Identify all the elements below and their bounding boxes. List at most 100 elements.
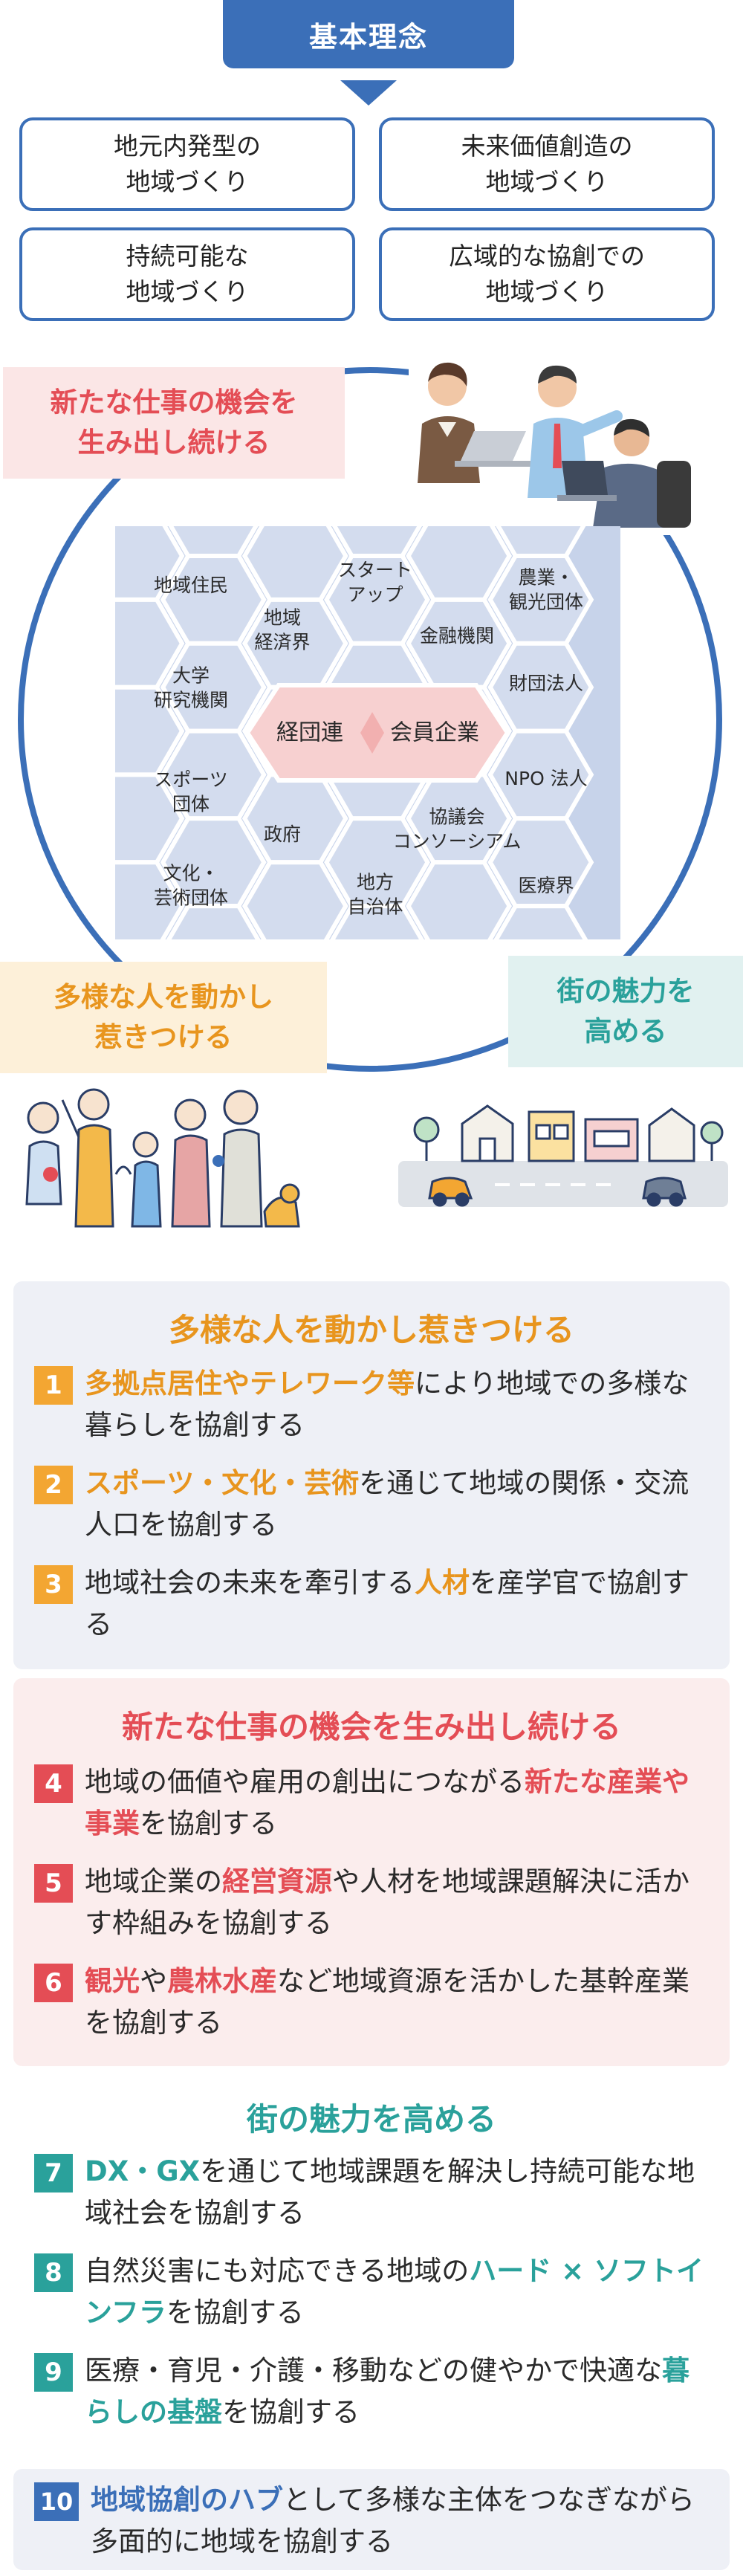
- section-people: 多様な人を動かし惹きつける 1 多拠点居住やテレワーク等により地域での多様な暮ら…: [13, 1281, 730, 1669]
- collaboration-ring: [18, 367, 722, 1072]
- callout-people: 多様な人を動かし惹きつける: [0, 962, 327, 1073]
- item-highlight: スポーツ・文化・芸術: [85, 1467, 360, 1499]
- town-street-illustration: [391, 1087, 736, 1213]
- item-text: 地域社会の未来を牽引する人材を産学官で協創する: [85, 1562, 716, 1645]
- core-label-keidanren: 経団連: [276, 719, 343, 746]
- item-text: 医療・育児・介護・移動などの健やかで快適な暮らしの基盤を協創する: [85, 2350, 716, 2433]
- list-item: 1 多拠点居住やテレワーク等により地域での多様な暮らしを協創する: [34, 1363, 718, 1452]
- philosophy-line: 地域づくり: [485, 167, 609, 196]
- stakeholder-label: 地域 経済界: [254, 606, 311, 653]
- list-item: 4 地域の価値や雇用の創出につながる新たな産業や事業を協創する: [34, 1761, 718, 1851]
- philosophy-line: 未来価値創造の: [461, 132, 633, 161]
- core-label-member-companies: 会員企業: [390, 719, 479, 746]
- item-highlight: 農林水産: [167, 1965, 277, 1997]
- stakeholder-label: 地方 自治体: [347, 871, 403, 918]
- philosophy-line: 持続可能な: [126, 242, 249, 271]
- item-number: 3: [34, 1565, 73, 1604]
- item-pre: 地域の価値や雇用の創出につながる: [85, 1766, 525, 1798]
- philosophy-box-4: 広域的な協創での地域づくり: [379, 227, 715, 321]
- hex-cell: [166, 904, 261, 939]
- section-hub: 10 地域協創のハブとして多様な主体をつなぎながら多面的に地域を協創する: [13, 2469, 730, 2570]
- item-highlight: DX・GX: [85, 2155, 201, 2187]
- list-item: 5 地域企業の経営資源や人材を地域課題解決に活かす枠組みを協創する: [34, 1861, 718, 1950]
- section-title: 多様な人を動かし惹きつける: [168, 1312, 574, 1348]
- callout-jobs: 新たな仕事の機会を生み出し続ける: [3, 367, 345, 479]
- item-highlight: 経営資源: [222, 1865, 332, 1897]
- item-rest: や人材を地域課題解決に活かす枠組みを協創する: [85, 1865, 690, 1940]
- stakeholder-label: 協議会 コンソーシアム: [392, 806, 522, 852]
- philosophy-line: 地域づくり: [126, 277, 249, 306]
- section-title: 街の魅力を高める: [246, 2101, 496, 2138]
- business-meeting-illustration: [409, 349, 698, 535]
- item-number: 5: [34, 1864, 73, 1903]
- hex-cell: [241, 860, 348, 939]
- item-number: 6: [34, 1964, 73, 2002]
- down-arrow-icon: [340, 80, 397, 106]
- item-rest: を協創する: [166, 2297, 304, 2329]
- item-pre: 地域社会の未来を牽引する: [85, 1567, 415, 1599]
- page-title: 基本理念: [223, 0, 514, 68]
- item-rest: など地域資源を活かした基幹産業を協創する: [85, 1965, 690, 2039]
- item-highlight: 地域協創のハブ: [91, 2484, 283, 2516]
- item-text: 地域企業の経営資源や人材を地域課題解決に活かす枠組みを協創する: [85, 1861, 716, 1944]
- list-item: 8 自然災害にも対応できる地域のハード × ソフトインフラを協創する: [34, 2250, 718, 2340]
- philosophy-line: 地元内発型の: [114, 132, 261, 161]
- item-number: 4: [34, 1764, 73, 1803]
- list-item: 9 医療・育児・介護・移動などの健やかで快適な暮らしの基盤を協創する: [34, 2350, 718, 2439]
- item-rest: として多様な主体をつなぎながら多面的に地域を協創する: [91, 2484, 695, 2558]
- item-number: 7: [34, 2154, 73, 2192]
- item-text: 地域協創のハブとして多様な主体をつなぎながら多面的に地域を協創する: [91, 2479, 716, 2563]
- list-item: 10 地域協創のハブとして多様な主体をつなぎながら多面的に地域を協創する: [34, 2479, 718, 2569]
- item-highlight: 新たな産業や事業: [85, 1766, 690, 1840]
- stakeholder-label: 農業・ 観光団体: [508, 566, 584, 613]
- stakeholder-label: 大学 研究機関: [153, 664, 229, 711]
- stakeholder-label: 地域住民: [153, 574, 229, 596]
- list-item: 2 スポーツ・文化・芸術を通じて地域の関係・交流人口を協創する: [34, 1463, 718, 1552]
- philosophy-line: 地域づくり: [485, 277, 609, 306]
- callout-line: 多様な人を動かし: [53, 981, 273, 1014]
- item-rest: を産学官で協創する: [85, 1567, 690, 1641]
- philosophy-box-2: 未来価値創造の地域づくり: [379, 117, 715, 211]
- item-rest: を協創する: [140, 1808, 277, 1840]
- item-number: 2: [34, 1466, 73, 1504]
- hex-cell: [115, 860, 185, 939]
- callout-town: 街の魅力を高める: [508, 956, 743, 1067]
- stakeholder-label: 医療界: [518, 874, 574, 896]
- item-rest: を協創する: [222, 2396, 360, 2429]
- stakeholder-label: スタート アップ: [337, 559, 413, 606]
- item-pre: 地域企業の: [85, 1865, 222, 1897]
- item-number: 9: [34, 2353, 73, 2392]
- item-highlight: 観光: [85, 1965, 140, 1997]
- item-number: 1: [34, 1366, 73, 1405]
- hex-cell: [160, 554, 267, 646]
- stakeholder-hex-map: 経団連 会員企業 地域住民 スタート アップ 農業・ 観光団体 地域 経済界 金…: [115, 526, 620, 939]
- list-item: 7 DX・GXを通じて地域課題を解決し持続可能な地域社会を協創する: [34, 2151, 718, 2240]
- stakeholder-label: スポーツ 団体: [154, 768, 228, 815]
- item-rest: により地域での多様な暮らしを協創する: [85, 1368, 690, 1442]
- item-number: 10: [34, 2482, 79, 2521]
- stakeholder-label: 政府: [263, 823, 302, 845]
- callout-line: 高める: [584, 1015, 667, 1047]
- item-text: 観光や農林水産など地域資源を活かした基幹産業を協創する: [85, 1961, 716, 2044]
- stakeholder-label: NPO 法人: [504, 767, 588, 789]
- callout-line: 新たな仕事の機会を: [50, 386, 298, 419]
- list-item: 3 地域社会の未来を牽引する人材を産学官で協創する: [34, 1562, 718, 1651]
- item-mid: や: [140, 1965, 167, 1997]
- item-text: スポーツ・文化・芸術を通じて地域の関係・交流人口を協創する: [85, 1463, 716, 1546]
- item-highlight: 多拠点居住やテレワーク等: [85, 1368, 415, 1399]
- diverse-people-illustration: [4, 1078, 309, 1241]
- stakeholder-label: 財団法人: [508, 672, 584, 694]
- item-text: 多拠点居住やテレワーク等により地域での多様な暮らしを協創する: [85, 1363, 716, 1446]
- item-rest: を通じて地域の関係・交流人口を協創する: [85, 1467, 690, 1541]
- item-highlight: 暮らしの基盤: [85, 2355, 690, 2429]
- list-item: 6 観光や農林水産など地域資源を活かした基幹産業を協創する: [34, 1961, 718, 2050]
- hex-cell: [493, 904, 588, 939]
- hex-cell: [241, 772, 348, 865]
- hex-cell: [330, 904, 424, 939]
- philosophy-line: 地域づくり: [126, 167, 249, 196]
- item-highlight: ハード × ソフトインフラ: [85, 2255, 704, 2329]
- item-text: 地域の価値や雇用の創出につながる新たな産業や事業を協創する: [85, 1761, 716, 1845]
- callout-line: 惹きつける: [94, 1021, 233, 1053]
- item-pre: 医療・育児・介護・移動などの健やかで快適な: [85, 2355, 662, 2386]
- section-title: 新たな仕事の機会を生み出し続ける: [121, 1709, 621, 1745]
